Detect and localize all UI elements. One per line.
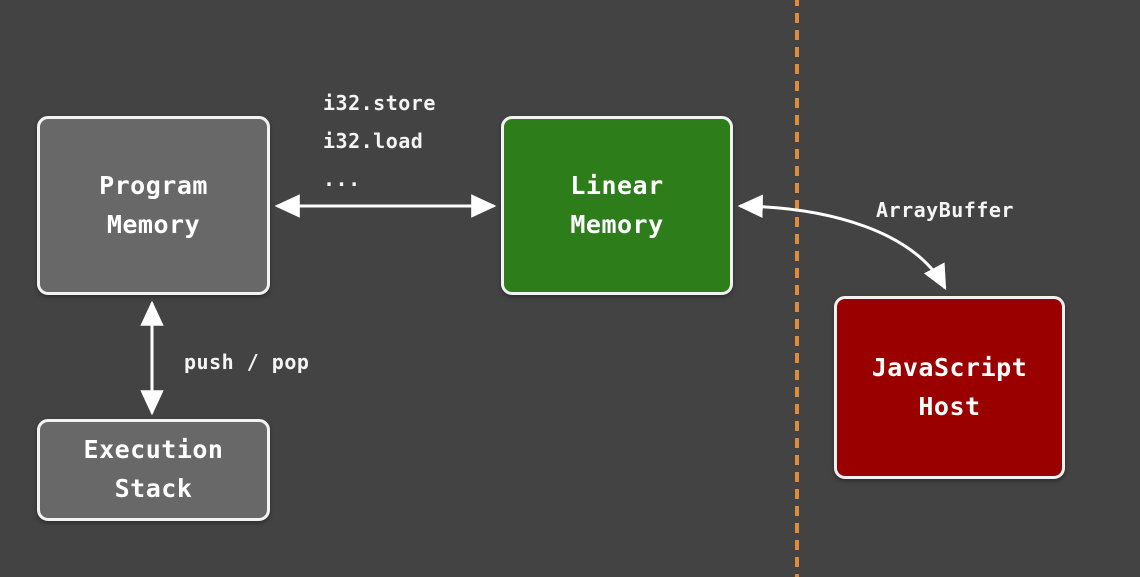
edge-label-arraybuffer: ArrayBuffer (876, 198, 1014, 222)
edge-label-memory-operations: i32.store i32.load ... (323, 91, 436, 191)
node-javascript-host[interactable]: JavaScript Host (834, 296, 1065, 479)
node-execution-stack[interactable]: Execution Stack (37, 419, 270, 521)
edge-label-push-pop: push / pop (184, 350, 310, 374)
node-program-memory[interactable]: Program Memory (37, 116, 270, 295)
node-linear-memory[interactable]: Linear Memory (501, 116, 733, 295)
